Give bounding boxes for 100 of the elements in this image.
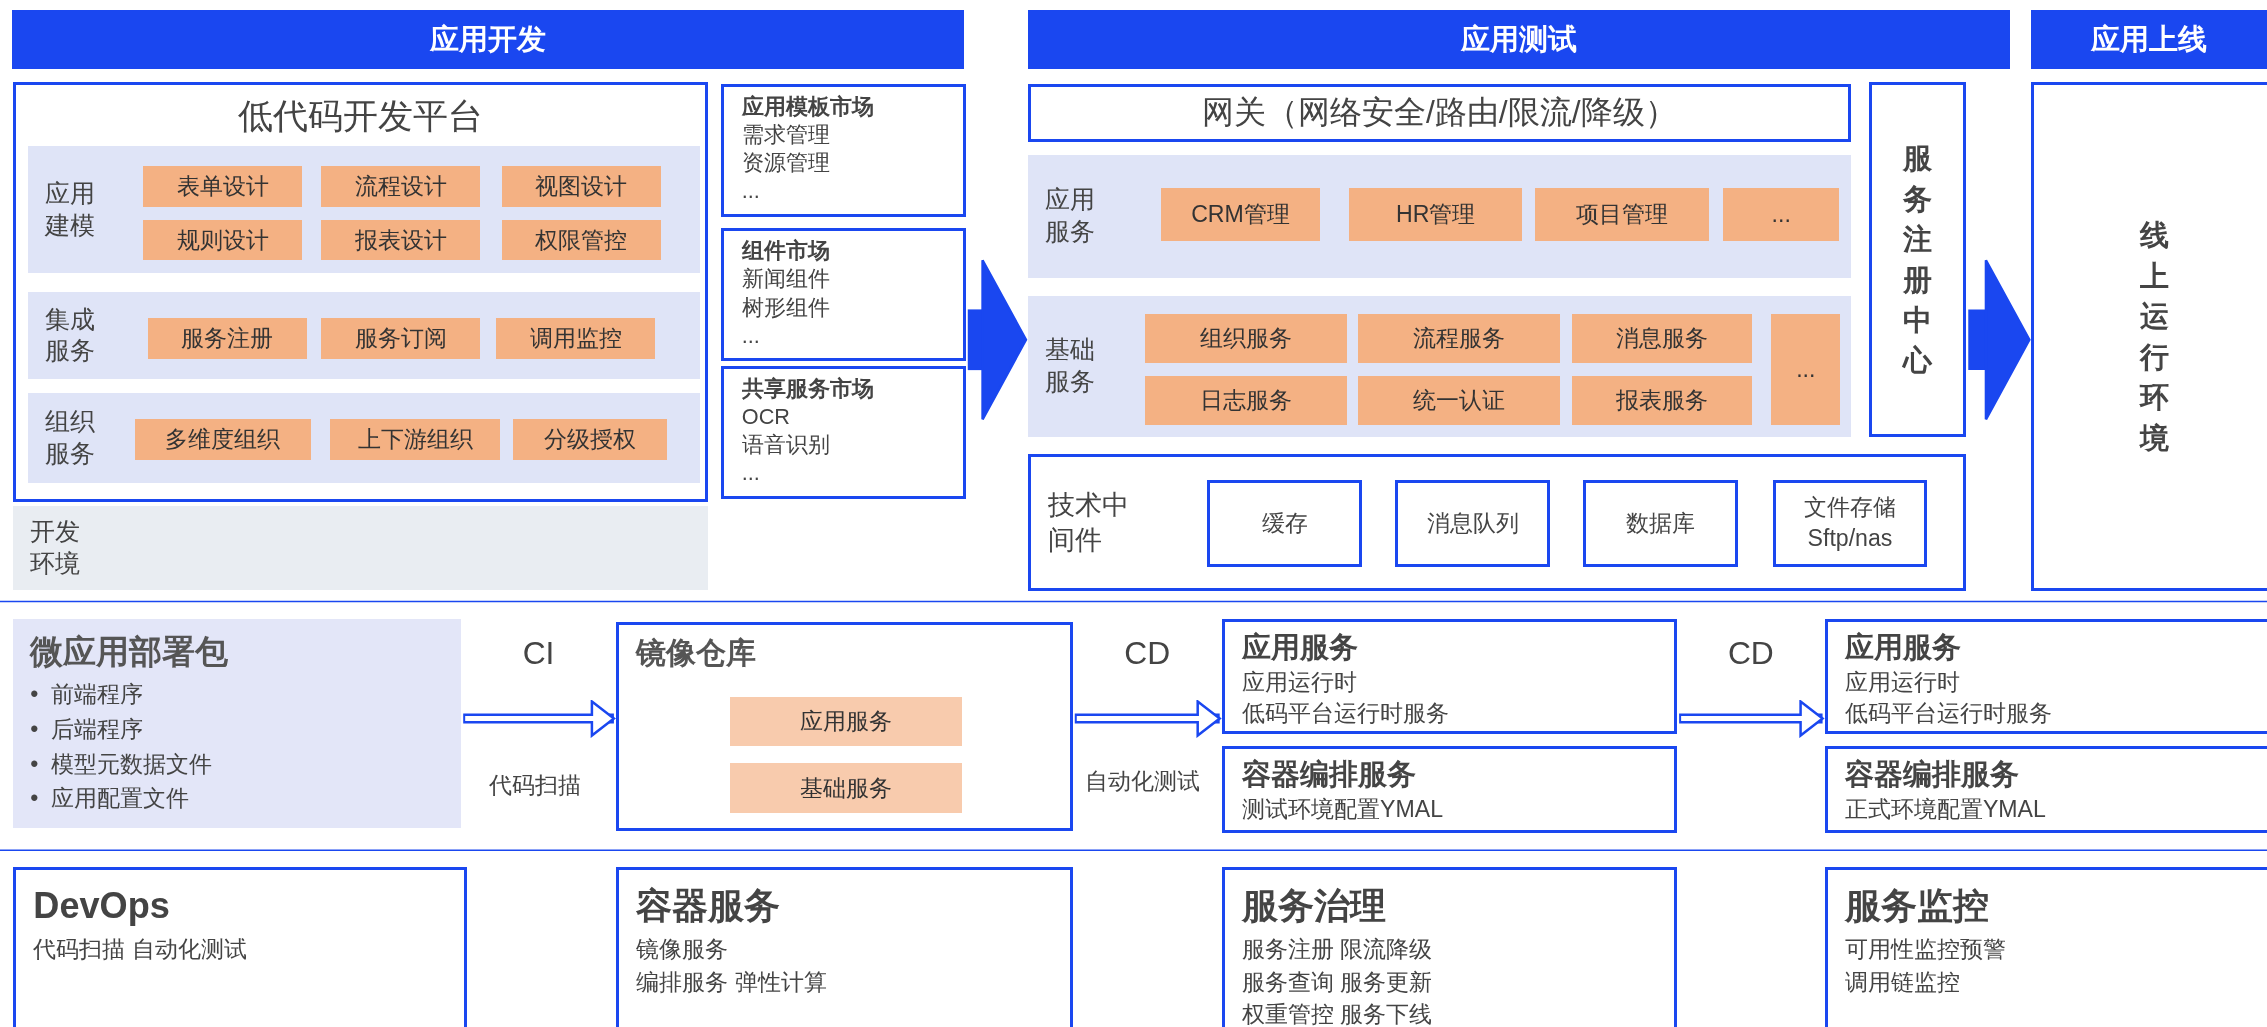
- feature-tile: 调用监控: [496, 318, 655, 359]
- list-item: • 应用配置文件: [30, 784, 191, 814]
- module-band: [27, 292, 700, 379]
- capability-card: [1824, 867, 2267, 1027]
- box-title: 线上运行环境: [2139, 218, 2170, 456]
- environment-box: [2031, 82, 2267, 592]
- tile-text: 数据库: [1626, 508, 1696, 538]
- environment-box: [1869, 82, 1967, 437]
- card-text: ...: [741, 459, 761, 488]
- section-header: 应用开发: [11, 10, 965, 70]
- middleware-panel: [1027, 453, 1967, 592]
- feature-tile: 组织服务: [1145, 313, 1348, 363]
- card-text: 镜像服务: [636, 935, 730, 965]
- market-card: [721, 365, 966, 499]
- panel-title: 低代码开发平台: [237, 96, 485, 138]
- section-header: 应用测试: [1027, 10, 2010, 70]
- feature-tile: 分级授权: [513, 419, 667, 460]
- feature-tile: 日志服务: [1145, 375, 1348, 426]
- feature-tile: 流程服务: [1357, 313, 1560, 363]
- feature-tile: 权限管控: [501, 219, 661, 261]
- image-tile: 应用服务: [730, 696, 962, 747]
- feature-tile: ...: [1771, 313, 1841, 426]
- card-text: 低码平台运行时服务: [1242, 698, 1451, 728]
- tile-text: Sftp/nas: [1807, 524, 1893, 554]
- band-label: 应用服务: [1045, 185, 1097, 248]
- band-label: 集成服务: [44, 304, 96, 367]
- feature-tile: 服务订阅: [321, 318, 481, 359]
- card-title: 应用模板市场: [741, 92, 875, 121]
- card-title: 服务监控: [1844, 884, 1990, 929]
- middleware-tile: [1583, 480, 1738, 567]
- module-band: [27, 393, 700, 483]
- band-label: 基础服务: [1045, 335, 1097, 398]
- middleware-tile: [1207, 480, 1362, 567]
- block-arrow: [1968, 259, 2031, 421]
- band-label: 开发环境: [30, 517, 82, 579]
- card-text: OCR: [741, 402, 791, 431]
- feature-tile: ...: [1723, 187, 1840, 242]
- card-text: 应用运行时: [1844, 667, 1961, 697]
- feature-tile: 消息服务: [1571, 313, 1753, 363]
- capability-card: [615, 867, 1073, 1027]
- card-title: 镜像仓库: [636, 635, 758, 672]
- card-text: ...: [741, 321, 761, 350]
- image-tile: 基础服务: [730, 763, 962, 813]
- note-text: 代码扫描: [488, 770, 581, 800]
- card-text: 测试环境配置YMAL: [1242, 794, 1444, 824]
- card-title: 容器编排服务: [1844, 756, 2020, 792]
- block-arrow: [967, 259, 1028, 421]
- feature-tile: 流程设计: [321, 166, 481, 207]
- card-title: 共享服务市场: [741, 374, 875, 403]
- card-text: 权重管控 服务下线: [1242, 1000, 1434, 1027]
- card-text: 资源管理: [741, 149, 831, 177]
- band-label: 组织服务: [44, 407, 96, 470]
- feature-tile: CRM管理: [1160, 187, 1320, 242]
- capability-card: [13, 867, 467, 1027]
- card-title: 容器服务: [636, 884, 782, 929]
- card-title: 服务治理: [1242, 884, 1388, 929]
- feature-tile: 视图设计: [501, 166, 661, 207]
- band-label: 应用建模: [44, 178, 96, 241]
- feature-tile: HR管理: [1348, 187, 1523, 242]
- card-text: 编排服务 弹性计算: [636, 967, 828, 997]
- market-card: [721, 228, 966, 362]
- card-text: 服务注册 限流降级: [1242, 935, 1434, 965]
- gateway-label: 网关（网络安全/路由/限流/降级）: [1202, 93, 1677, 133]
- card-text: 服务查询 服务更新: [1242, 967, 1434, 997]
- arrow: [463, 700, 616, 737]
- service-card: [1221, 618, 1678, 735]
- card-text: 新闻组件: [741, 265, 831, 294]
- package-card: [13, 618, 462, 829]
- card-text: 低码平台运行时服务: [1844, 698, 2053, 728]
- card-text: 正式环境配置YMAL: [1844, 794, 2047, 824]
- tile-text: 消息队列: [1426, 508, 1519, 538]
- feature-tile: 规则设计: [143, 219, 303, 261]
- card-text: 树形组件: [741, 293, 831, 322]
- box-title: 服务注册中心: [1902, 141, 1933, 379]
- capability-card: [1221, 867, 1678, 1027]
- middleware-tile: [1395, 480, 1550, 567]
- arrow: [1074, 700, 1221, 737]
- repository-card: [615, 621, 1073, 832]
- arrow: [1679, 700, 1824, 737]
- card-text: 可用性监控预警: [1844, 935, 2007, 965]
- platform-panel: [13, 82, 709, 502]
- module-band: [1027, 154, 1851, 278]
- feature-tile: 表单设计: [143, 166, 303, 207]
- card-title: DevOps: [33, 884, 171, 929]
- card-title: 组件市场: [741, 237, 831, 266]
- card-title: 应用服务: [1242, 629, 1360, 665]
- card-title: 容器编排服务: [1242, 756, 1418, 792]
- feature-tile: 上下游组织: [329, 419, 501, 460]
- list-item: • 后端程序: [30, 715, 145, 745]
- feature-tile: 统一认证: [1357, 375, 1560, 426]
- list-item: • 模型元数据文件: [30, 749, 214, 779]
- note-text: 自动化测试: [1084, 766, 1200, 796]
- service-card: [1824, 618, 2267, 735]
- market-card: [721, 83, 966, 217]
- middleware-tile: [1772, 480, 1928, 567]
- panel-label: 技术中间件: [1048, 487, 1131, 558]
- card-title: 应用服务: [1844, 629, 1962, 665]
- card-text: 调用链监控: [1844, 967, 1961, 997]
- feature-tile: 服务注册: [147, 318, 307, 359]
- card-text: ...: [741, 177, 761, 206]
